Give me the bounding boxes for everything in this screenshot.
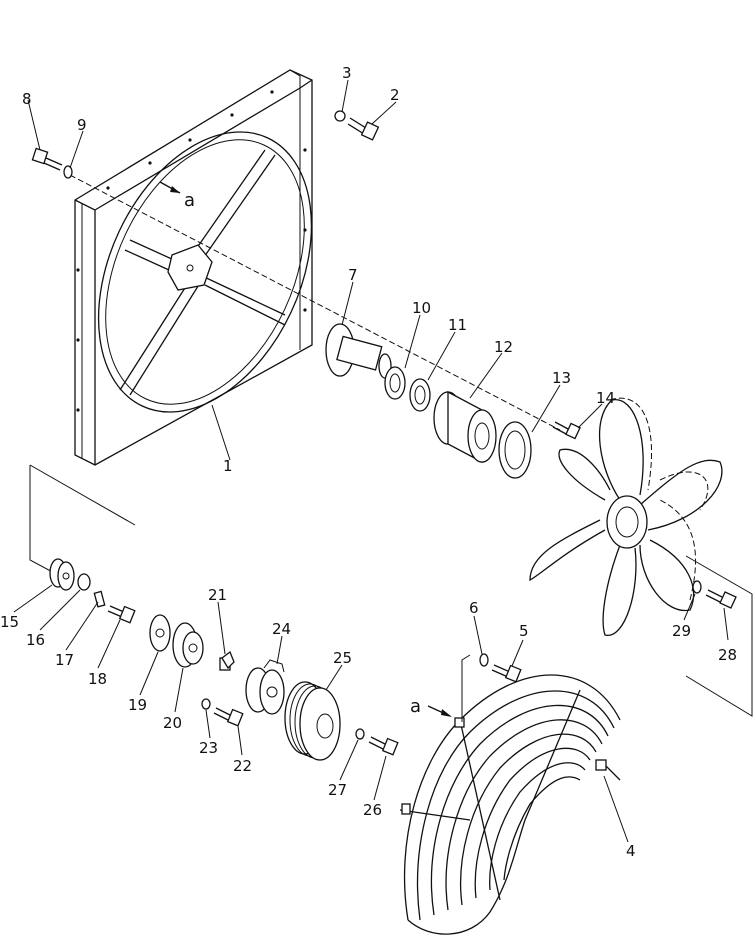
callout-7: 7 [348,266,358,284]
callout-4: 4 [626,842,636,860]
callout-25: 25 [333,649,352,667]
fan-blade [529,397,723,636]
callout-24: 24 [272,620,291,638]
washer-3 [334,110,346,122]
callout-28: 28 [718,646,737,664]
view-mark-a-bottom: a [410,696,421,717]
callout-27: 27 [328,781,347,799]
callout-1: 1 [223,457,233,475]
callout-6: 6 [469,599,479,617]
fan-guard-4 [399,654,621,935]
view-mark-a-top: a [184,190,195,211]
callout-labels: 1 2 3 4 5 6 7 8 9 10 11 12 13 14 15 16 1… [0,64,737,860]
bolt-28 [705,589,737,609]
callout-8: 8 [22,90,32,108]
callout-12: 12 [494,338,513,356]
leader-lines [13,79,729,843]
view-arrow-bottom [427,705,452,717]
callout-18: 18 [88,670,107,688]
washer-29 [692,580,702,594]
bolt-22 [213,707,244,727]
callout-14: 14 [596,389,615,407]
washer-27 [355,728,365,740]
fan-shroud [74,69,313,466]
seal-13 [498,421,532,479]
left-bracket [29,465,59,576]
callout-5: 5 [519,622,529,640]
hub-12 [433,390,497,464]
callout-23: 23 [199,739,218,757]
pulley-25 [284,681,341,761]
callout-17: 17 [55,651,74,669]
callout-9: 9 [77,116,87,134]
callout-29: 29 [672,622,691,640]
bolt-14 [552,421,581,440]
callout-22: 22 [233,757,252,775]
bolt-2 [347,117,380,141]
bolt-26 [368,736,399,756]
ring-16 [77,573,91,591]
right-bracket [685,555,753,717]
callout-15: 15 [0,613,19,631]
flange-20 [172,622,204,668]
callout-21: 21 [208,586,227,604]
callout-13: 13 [552,369,571,387]
callout-11: 11 [448,316,467,334]
bolt-18 [107,605,136,624]
callout-16: 16 [26,631,45,649]
callout-3: 3 [342,64,352,82]
pulley-15 [49,558,75,591]
bearing-10 [384,366,406,400]
gasket-19 [149,614,171,652]
shaft-axis-line [69,174,561,431]
shaft-7 [325,323,392,379]
bolt-5 [491,664,522,683]
washer-6 [479,653,489,667]
washer-23 [201,698,211,710]
grease-fitting-21 [219,650,235,671]
spacer-24 [245,659,285,715]
view-arrow-top [159,181,181,194]
callout-2: 2 [390,86,400,104]
callout-10: 10 [412,299,431,317]
washer-9 [63,165,73,179]
bearing-11 [409,378,431,412]
bolt-8 [31,147,63,171]
callout-20: 20 [163,714,182,732]
callout-26: 26 [363,801,382,819]
callout-19: 19 [128,696,147,714]
